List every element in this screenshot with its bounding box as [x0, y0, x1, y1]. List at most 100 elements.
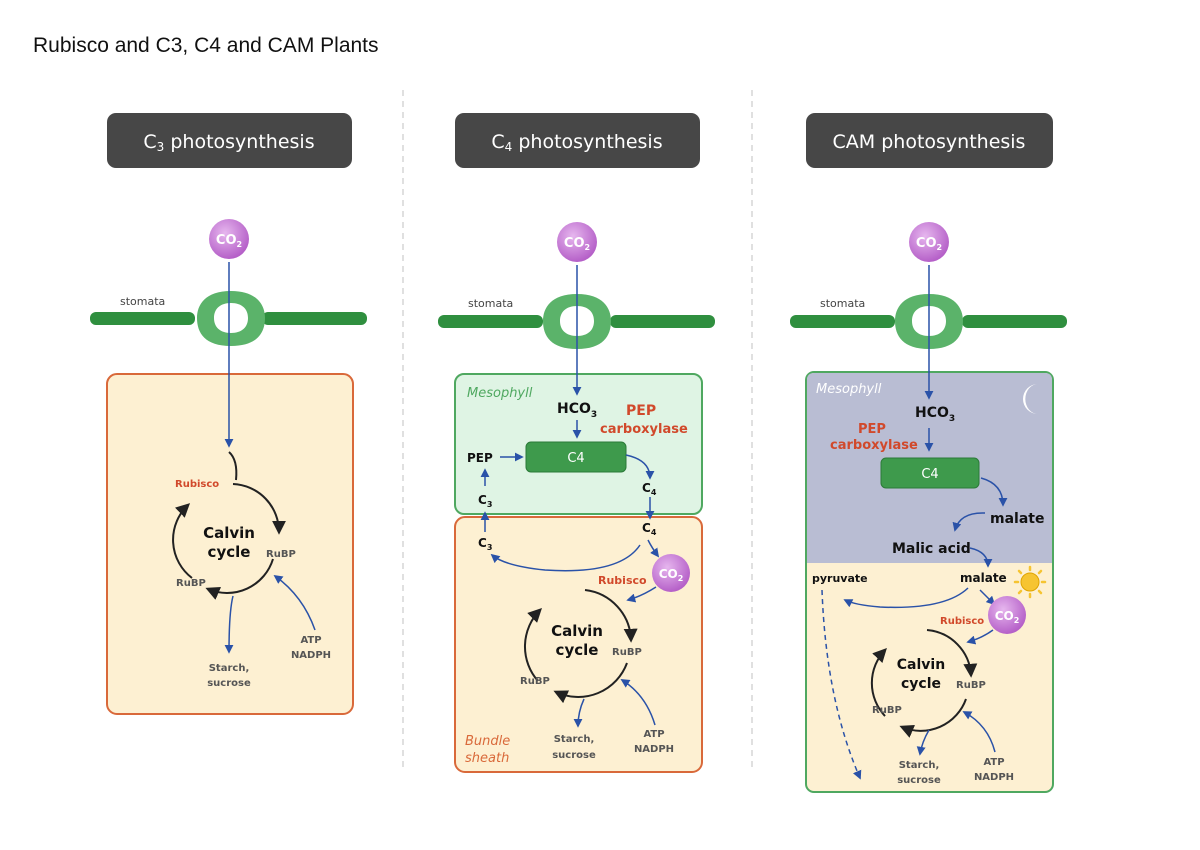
c4-release-arrow [647, 539, 660, 558]
cam-atp-arrow [962, 711, 996, 753]
c3-co2-bubble [209, 219, 249, 259]
cam-mesophyll-label: Mesophyll [816, 382, 882, 397]
cam-pyruvate-arrow [843, 587, 969, 609]
c4-mesophyll-label: Mesophyll [467, 386, 533, 401]
c4-calvin-cycle [523, 589, 638, 704]
c4-starch-arrow [573, 698, 585, 728]
c4-c4-out-arrow [625, 454, 655, 480]
c3-header-text: C3 photosynthesis [143, 131, 314, 154]
cam-malic-acid-arrow [969, 547, 993, 568]
c4-starch-label-2: sucrose [552, 750, 596, 761]
c3-atp-label: ATP [300, 635, 321, 646]
c4-nadph-label: NADPH [634, 744, 674, 755]
c4-stomata [438, 294, 715, 349]
cam-pyruvate: pyruvate [812, 572, 868, 585]
cam-c4-box-label: C4 [921, 467, 938, 482]
c4-atp-arrow [620, 679, 656, 726]
sun-icon [1013, 565, 1047, 599]
cam-starch-label-2: sucrose [897, 775, 941, 786]
c4-co2-bubble [557, 222, 597, 262]
c3-entry-line [228, 451, 238, 481]
cam-co2-bubble [909, 222, 949, 262]
c3-calvin-label-2: cycle [208, 543, 251, 561]
cam-calvin-label-2: cycle [901, 676, 941, 692]
c3-stomata-label: stomata [120, 295, 165, 308]
cam-calvin-label-1: Calvin [897, 657, 945, 673]
cam-c4-out-arrow [980, 477, 1008, 507]
c4-starch-label-1: Starch, [554, 734, 595, 745]
c4-bundle-label-2: sheath [465, 751, 509, 766]
cam-c4-box [880, 457, 980, 489]
c4-co2-label: CO2 [564, 236, 590, 252]
c3-co2-label: CO2 [216, 233, 242, 249]
cam-starch-label-1: Starch, [899, 760, 940, 771]
cam-pep-carboxylase-2: carboxylase [830, 438, 918, 453]
cam-co2-label: CO2 [916, 236, 942, 252]
c4-return-arrow [490, 544, 641, 572]
cam-starch-arrow [916, 729, 930, 756]
cam-malate-top: malate [990, 511, 1044, 527]
c4-hco3: HCO3 [557, 401, 597, 420]
c4-panel: C4 photosynthesis CO2 stomata Mesophyll … [438, 113, 715, 773]
c3-calvin-label-1: Calvin [203, 524, 255, 542]
cam-pep-carboxylase-1: PEP [858, 422, 886, 437]
c3-panel: C3 photosynthesis CO2 stomata Rubisco Ca… [90, 113, 367, 715]
c3-bundle-cell [106, 373, 354, 715]
c3-nadph-label: NADPH [291, 650, 331, 661]
page-title: Rubisco and C3, C4 and CAM Plants [33, 34, 379, 57]
c4-stomata-label: stomata [468, 297, 513, 310]
cam-dashed-arrow [821, 589, 862, 780]
cam-stomata [790, 294, 1067, 349]
cam-header [806, 113, 1053, 168]
c4-header [455, 113, 700, 168]
moon-icon [1023, 384, 1038, 414]
c3-rubisco-label: Rubisco [175, 479, 219, 490]
c3-stomata [90, 291, 367, 346]
cam-rubp-left: RuBP [872, 705, 902, 716]
c4-rubisco-label: Rubisco [598, 574, 647, 587]
cam-stomata-label: stomata [820, 297, 865, 310]
cam-co2-inner-label: CO2 [995, 609, 1020, 625]
c4-bundle-label-1: Bundle [465, 734, 510, 749]
c4-c4-box [525, 441, 627, 473]
c4-bundle-sheath [454, 516, 703, 773]
c4-pep-carboxylase-1: PEP [626, 403, 656, 419]
c4-rubp-left: RuBP [520, 676, 550, 687]
cam-rubp-right: RuBP [956, 680, 986, 691]
cam-co2-to-calvin-arrow [966, 629, 994, 645]
c4-co2-inner-bubble [652, 554, 690, 592]
cam-co2-inner-bubble [988, 596, 1026, 634]
c4-pep-carboxylase-2: carboxylase [600, 422, 688, 437]
c4-c3-label-upper: C3 [478, 493, 492, 509]
c4-pep-label: PEP [467, 451, 493, 465]
c4-header-text: C4 photosynthesis [491, 131, 662, 154]
c4-calvin-label-1: Calvin [551, 622, 603, 640]
c3-rubp-right: RuBP [266, 549, 296, 560]
c3-starch-arrow [224, 595, 234, 654]
cam-rubisco-label: Rubisco [940, 616, 984, 627]
c4-co2-to-calvin-arrow [626, 586, 657, 603]
cam-malate-low: malate [960, 571, 1007, 585]
cam-header-text: CAM photosynthesis [833, 131, 1026, 153]
c4-atp-label: ATP [643, 729, 664, 740]
cam-malic-acid: Malic acid [892, 541, 971, 557]
c3-starch-label-2: sucrose [207, 678, 251, 689]
c4-rubp-right: RuBP [612, 647, 642, 658]
c3-starch-label-1: Starch, [209, 663, 250, 674]
c4-c3-label-lower: C3 [478, 536, 492, 552]
c3-rubp-left: RuBP [176, 578, 206, 589]
c4-c4-label-upper: C4 [642, 481, 657, 497]
c4-calvin-label-2: cycle [556, 641, 599, 659]
c3-calvin-cycle [172, 483, 287, 600]
c4-c4-label-lower: C4 [642, 521, 657, 537]
c4-c4-box-label: C4 [567, 451, 584, 466]
c3-atp-arrow [273, 574, 316, 631]
c3-header [107, 113, 352, 168]
cam-hco3: HCO3 [915, 405, 955, 424]
c4-co2-inner-label: CO2 [659, 567, 684, 583]
cam-atp-label: ATP [983, 757, 1004, 768]
cam-nadph-label: NADPH [974, 772, 1014, 783]
cam-malate-arrow [952, 512, 986, 532]
cam-panel: CAM photosynthesis CO2 stomata Mesophyll… [790, 113, 1067, 793]
